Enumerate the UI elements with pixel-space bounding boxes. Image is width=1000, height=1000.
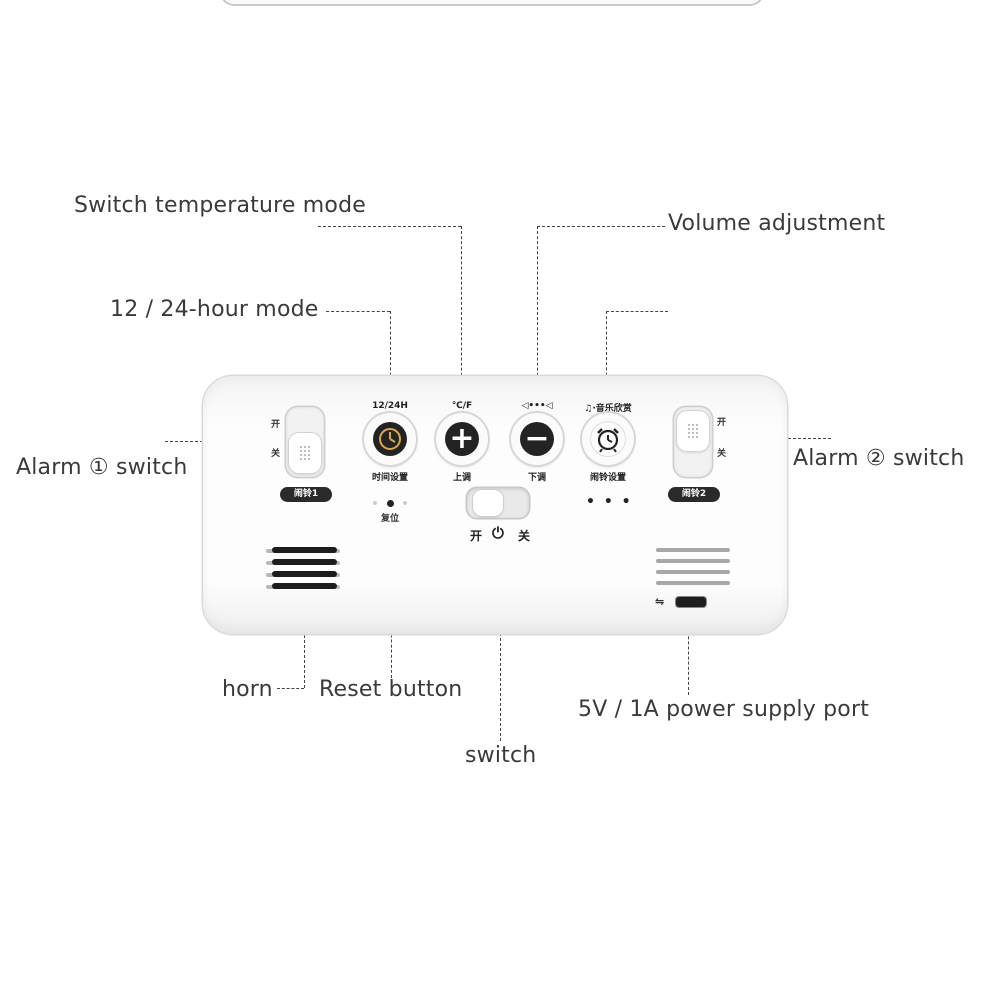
leader-alarm-set-h xyxy=(606,311,668,312)
leader-hour-v xyxy=(390,311,391,396)
clock-icon xyxy=(373,422,407,456)
usb-symbol-icon: ⇋ xyxy=(655,595,665,608)
alarm2-side-on: 开 xyxy=(717,418,727,428)
alarm2-side-off: 关 xyxy=(717,449,727,459)
leader-temp-mode-v xyxy=(461,226,462,396)
alarm2-switch-knob[interactable] xyxy=(677,411,709,451)
btn-up-bottom-label: 上调 xyxy=(452,473,471,483)
time-set-button[interactable] xyxy=(364,413,416,465)
alarm1-side-on: 开 xyxy=(271,420,281,430)
btn-time-bottom-label: 时间设置 xyxy=(371,473,408,483)
leader-power-port xyxy=(688,606,689,695)
grille-slot xyxy=(656,581,730,585)
power-slide-switch[interactable] xyxy=(467,488,529,518)
grip-icon xyxy=(687,423,699,439)
alarm2-slide-switch[interactable] xyxy=(674,407,712,477)
leader-temp-mode-h xyxy=(318,226,461,227)
callout-power-port: 5V / 1A power supply port xyxy=(578,697,870,722)
callout-switch: switch xyxy=(465,743,537,768)
callout-hour-mode: 12 / 24-hour mode xyxy=(110,297,319,322)
grille-slot xyxy=(656,559,730,563)
grip-icon xyxy=(299,445,311,461)
grille-slot xyxy=(272,571,337,577)
leader-horn-v xyxy=(304,600,305,688)
reset-label: 复位 xyxy=(381,514,400,524)
alarm-set-button[interactable] xyxy=(582,413,634,465)
alarm1-side-off: 关 xyxy=(271,449,281,459)
btn-alarm-bottom-label: 闹铃设置 xyxy=(589,473,626,483)
reset-dot-icon xyxy=(373,501,377,505)
leader-hour-h xyxy=(326,311,390,312)
leader-horn-h xyxy=(277,688,304,689)
grille-slot xyxy=(656,548,730,552)
power-icon: ⏻ xyxy=(492,524,504,542)
callout-temp-mode: Switch temperature mode xyxy=(74,193,366,218)
callout-alarm1: Alarm ① switch xyxy=(16,455,188,480)
minus-icon: − xyxy=(520,422,554,456)
btn-down-top-label: ◁•••◁ xyxy=(521,401,553,411)
leader-alarm-set-v xyxy=(606,311,607,396)
grille-slot xyxy=(272,583,337,589)
down-button[interactable]: − xyxy=(511,413,563,465)
power-supply-port[interactable] xyxy=(676,597,706,607)
power-switch-knob[interactable] xyxy=(473,490,503,516)
alarm1-label: 闹铃1 xyxy=(280,487,332,502)
alarm-clock-icon xyxy=(591,422,625,456)
up-button[interactable]: + xyxy=(436,413,488,465)
switch-off-label: 关 xyxy=(518,529,531,543)
callout-horn: horn xyxy=(222,677,273,702)
alarm-indicator-dots: • • • xyxy=(586,494,633,510)
device-top-edge xyxy=(220,0,764,6)
grille-slot xyxy=(272,559,337,565)
leader-volume-h xyxy=(537,226,665,227)
alarm1-switch-knob[interactable] xyxy=(289,433,321,473)
btn-down-bottom-label: 下调 xyxy=(527,473,546,483)
callout-volume: Volume adjustment xyxy=(668,211,886,236)
grille-slot xyxy=(656,570,730,574)
leader-switch xyxy=(500,548,501,741)
leader-volume-v xyxy=(537,226,538,396)
btn-time-top-label: 12/24H xyxy=(372,401,408,411)
reset-button[interactable] xyxy=(387,500,394,507)
callout-reset: Reset button xyxy=(319,677,463,702)
alarm2-label: 闹铃2 xyxy=(668,487,720,502)
reset-dot-icon xyxy=(403,501,407,505)
btn-alarm-top-label: ♫·音乐欣赏 xyxy=(584,404,632,414)
plus-icon: + xyxy=(445,422,479,456)
callout-alarm2: Alarm ② switch xyxy=(793,446,965,471)
switch-on-label: 开 xyxy=(470,529,483,543)
alarm1-slide-switch[interactable] xyxy=(286,407,324,477)
btn-up-top-label: ℃/F xyxy=(451,401,473,411)
grille-slot xyxy=(272,547,337,553)
